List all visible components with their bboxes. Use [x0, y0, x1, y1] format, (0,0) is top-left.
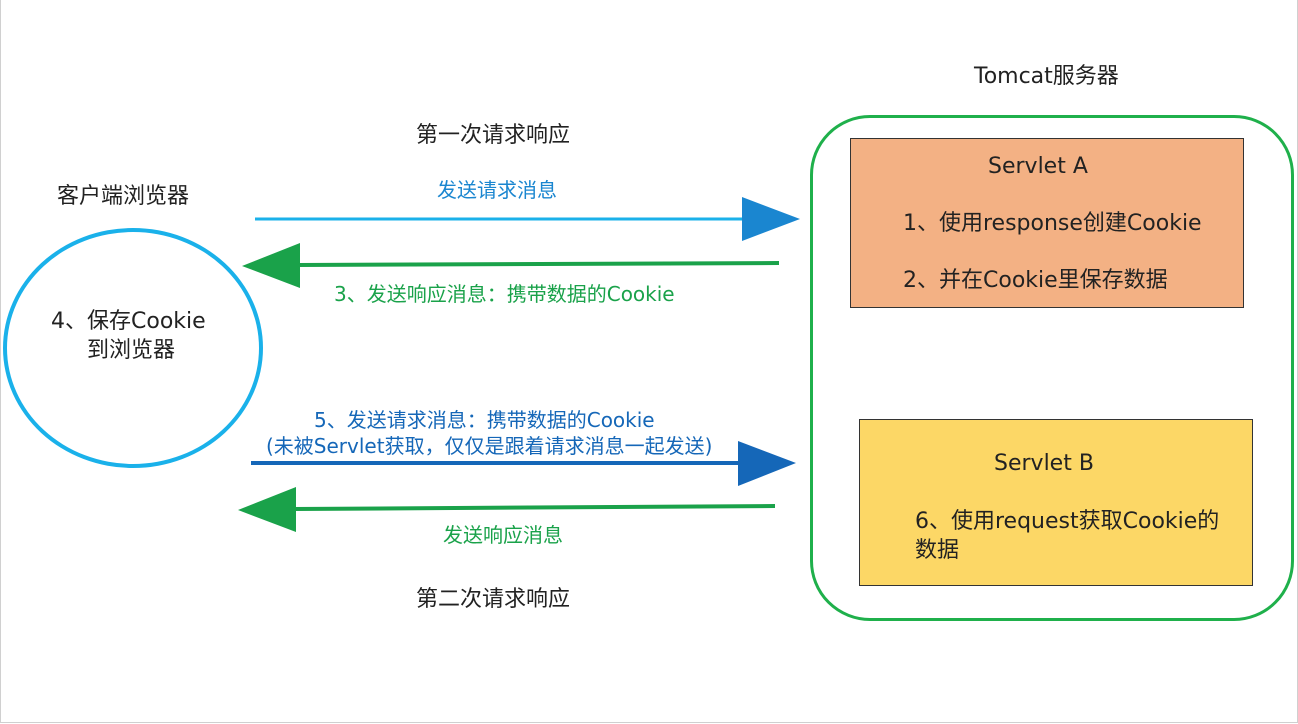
tomcat-server-box: [810, 115, 1294, 621]
servlet-a-name: Servlet A: [988, 154, 1088, 179]
servlet-b-step6-line2: 数据: [915, 538, 960, 563]
server-title: Tomcat服务器: [974, 64, 1119, 89]
servlet-b-step6-line1: 6、使用request获取Cookie的: [915, 509, 1220, 534]
second-request-label-line2: (未被Servlet获取，仅仅是跟着请求消息一起发送): [266, 434, 713, 458]
servlet-b-box: Servlet B 6、使用request获取Cookie的 数据: [859, 419, 1253, 586]
second-response-label: 发送响应消息: [443, 523, 563, 547]
client-title: 客户端浏览器: [57, 184, 190, 209]
first-request-label: 发送请求消息: [437, 178, 557, 202]
second-request-arrow: [251, 441, 796, 486]
client-browser-circle: [3, 228, 263, 468]
servlet-a-step2: 2、并在Cookie里保存数据: [903, 268, 1168, 293]
first-response-label: 3、发送响应消息：携带数据的Cookie: [334, 282, 675, 306]
servlet-b-name: Servlet B: [994, 451, 1094, 476]
second-response-arrow: [238, 487, 776, 532]
servlet-a-step1: 1、使用response创建Cookie: [903, 211, 1202, 236]
second-request-label-line1: 5、发送请求消息：携带数据的Cookie: [314, 408, 655, 432]
second-round-title: 第二次请求响应: [416, 587, 571, 612]
first-response-arrow: [242, 243, 780, 288]
first-request-arrow: [255, 197, 800, 241]
first-round-title: 第一次请求响应: [416, 123, 571, 148]
servlet-a-box: Servlet A 1、使用response创建Cookie 2、并在Cooki…: [850, 138, 1244, 308]
client-step4-line1: 4、保存Cookie: [51, 309, 206, 334]
client-step4-line2: 到浏览器: [87, 338, 176, 363]
